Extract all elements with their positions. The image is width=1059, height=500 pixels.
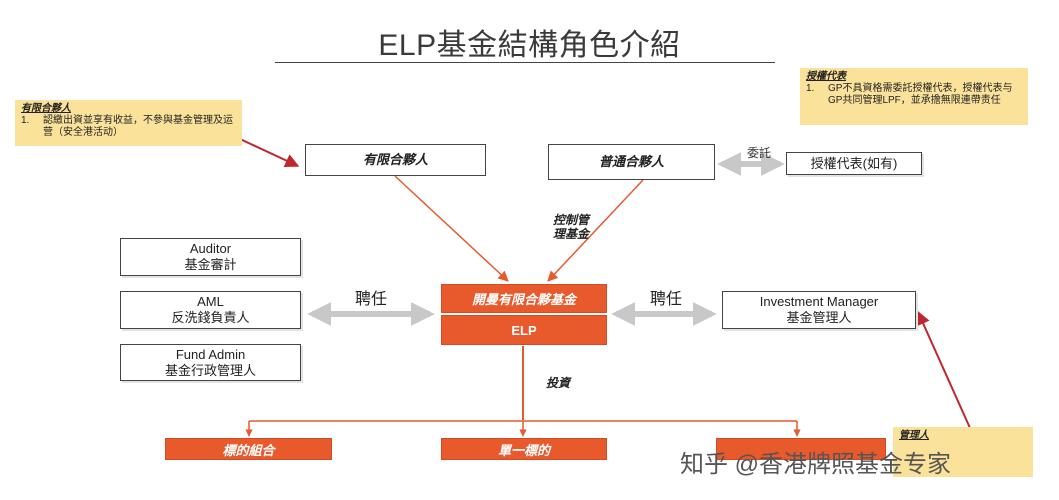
fund-name-label: 開曼有限合夥基金 bbox=[471, 292, 576, 307]
agent-note-item-text: GP不具資格需委託授權代表，授權代表与GP共同管理LPF，並承擔無限連帶责任 bbox=[828, 83, 1013, 106]
limited-partner-label: 有限合夥人 bbox=[362, 152, 428, 167]
authorized-representative-label: 授權代表(如有) bbox=[810, 155, 898, 171]
aml-zh: 反洗錢負責人 bbox=[171, 310, 250, 325]
limited-partner-box: 有限合夥人 bbox=[305, 144, 486, 176]
lp-note-item: 1. 認繳出資並享有收益，不參與基金管理及运营（安全港活动） bbox=[21, 115, 236, 139]
control-label-line2: 理基金 bbox=[553, 227, 590, 241]
general-partner-box: 普通合夥人 bbox=[548, 144, 715, 180]
portfolio-label: 標的組合 bbox=[222, 442, 275, 458]
lp-note-item-num: 1. bbox=[21, 115, 30, 126]
auditor-zh: 基金審計 bbox=[184, 257, 237, 272]
control-label-line1: 控制管 bbox=[553, 213, 590, 227]
hire-right-label: 聘任 bbox=[650, 291, 683, 308]
fund-elp-box: ELP bbox=[441, 315, 607, 345]
agent-note-heading: 授權代表 bbox=[806, 71, 846, 82]
aml-box: AML 反洗錢負責人 bbox=[120, 291, 301, 329]
page-title: ELP基金結構角色介紹 bbox=[378, 29, 681, 62]
single-target-label: 單一標的 bbox=[497, 442, 550, 458]
fund-admin-box: Fund Admin 基金行政管理人 bbox=[120, 344, 301, 381]
fund-admin-en: Fund Admin bbox=[175, 346, 246, 362]
investment-manager-zh: 基金管理人 bbox=[786, 310, 852, 325]
lp-note-item-text: 認繳出資並享有收益，不參與基金管理及运营（安全港活动） bbox=[43, 115, 233, 138]
third-target-box bbox=[716, 438, 886, 460]
fund-elp-label: ELP bbox=[511, 322, 537, 338]
invest-label: 投資 bbox=[546, 376, 571, 390]
investment-manager-box: Investment Manager 基金管理人 bbox=[722, 291, 916, 329]
manager-note-arrow bbox=[916, 310, 971, 429]
authorized-representative-box: 授權代表(如有) bbox=[786, 152, 922, 175]
entrust-label: 委託 bbox=[747, 146, 772, 160]
hire-left-label: 聘任 bbox=[355, 291, 388, 308]
auditor-en: Auditor bbox=[189, 241, 232, 256]
agent-note-item: 1. GP不具資格需委託授權代表，授權代表与GP共同管理LPF，並承擔無限連帶责… bbox=[806, 83, 1022, 107]
lp-to-fund-arrow bbox=[394, 175, 509, 282]
control-label: 控制管 理基金 bbox=[553, 213, 589, 241]
manager-note-heading: 管理人 bbox=[899, 430, 929, 441]
fund-admin-zh: 基金行政管理人 bbox=[164, 362, 256, 378]
agent-note-item-num: 1. bbox=[806, 83, 815, 94]
gp-to-fund-arrow bbox=[547, 179, 644, 282]
single-target-box: 單一標的 bbox=[441, 438, 607, 460]
agent-note: 授權代表 1. GP不具資格需委託授權代表，授權代表与GP共同管理LPF，並承擔… bbox=[800, 68, 1028, 125]
lp-note-heading: 有限合夥人 bbox=[21, 103, 71, 114]
aml-en: AML bbox=[197, 294, 224, 309]
auditor-box: Auditor 基金審計 bbox=[120, 238, 301, 276]
watermark: 知乎 @香港牌照基金专家 bbox=[680, 451, 952, 478]
lp-note: 有限合夥人 1. 認繳出資並享有收益，不參與基金管理及运营（安全港活动） bbox=[15, 100, 242, 146]
title-divider bbox=[275, 62, 775, 63]
portfolio-box: 標的組合 bbox=[165, 438, 332, 460]
manager-note: 管理人 bbox=[893, 427, 1033, 477]
fund-name-box: 開曼有限合夥基金 bbox=[441, 284, 607, 313]
investment-manager-en: Investment Manager bbox=[759, 294, 879, 309]
general-partner-label: 普通合夥人 bbox=[598, 154, 664, 169]
